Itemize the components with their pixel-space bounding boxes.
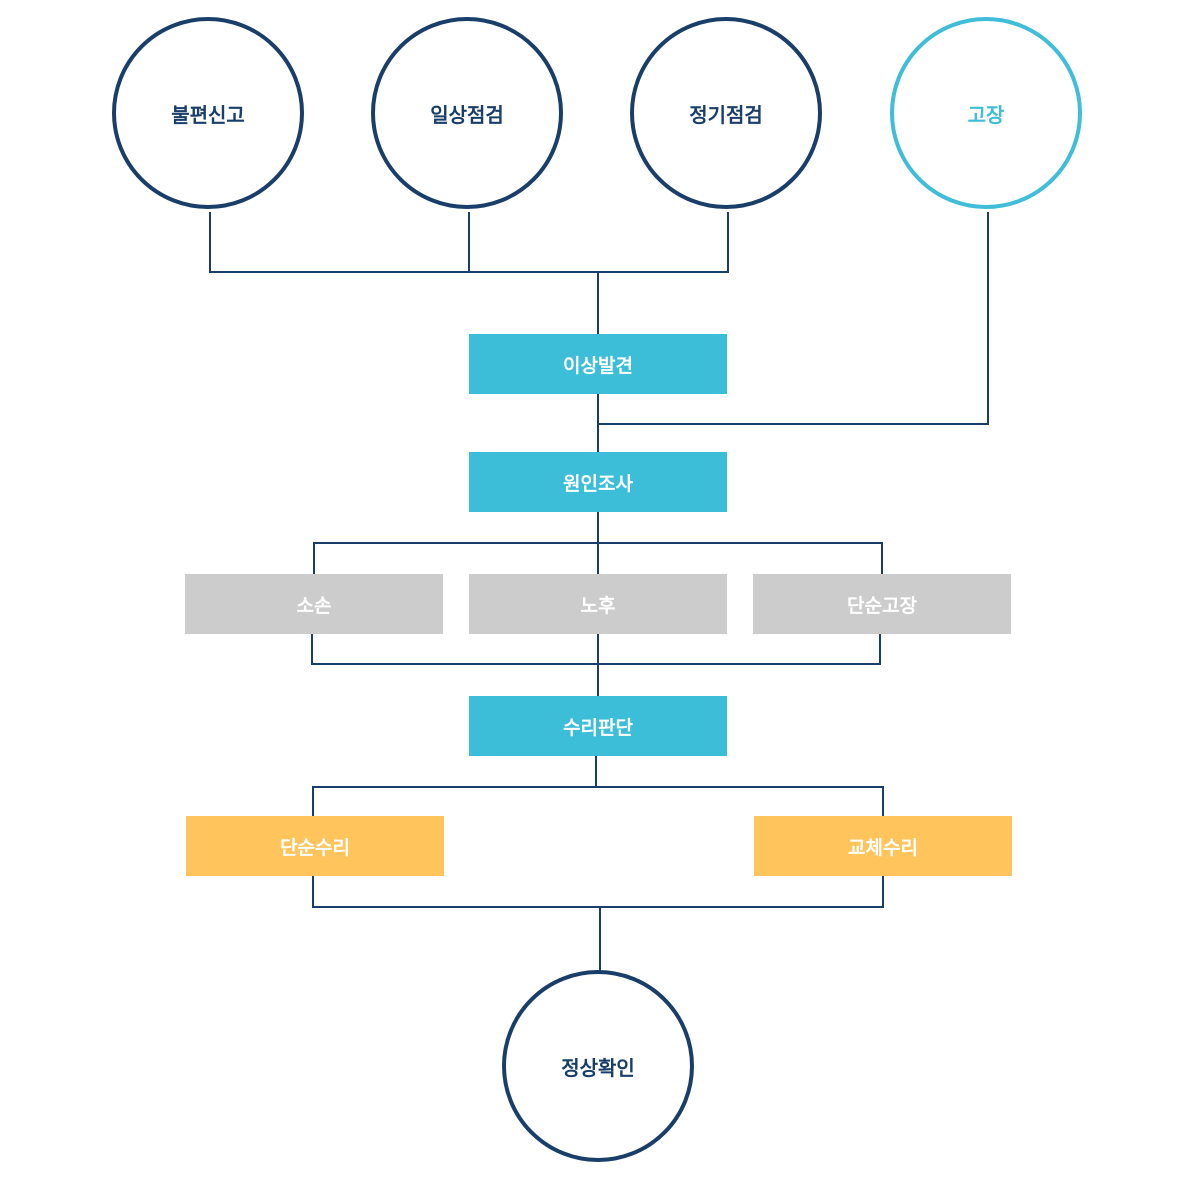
repair-replace-box: 교체수리 xyxy=(754,816,1012,876)
trigger-fault-node: 고장 xyxy=(890,17,1082,209)
connector-cause-merge xyxy=(311,633,881,665)
cause-damage-label: 소손 xyxy=(296,594,332,617)
trigger-regular-inspection-node: 정기점검 xyxy=(630,17,822,209)
trigger-fault-label: 고장 xyxy=(967,102,1005,127)
trigger-complaint-label: 불편신고 xyxy=(171,102,245,127)
step-detect-label: 이상발견 xyxy=(563,354,633,377)
step-detect-box: 이상발견 xyxy=(469,334,727,394)
step-judge-label: 수리판단 xyxy=(563,716,633,739)
repair-simple-box: 단순수리 xyxy=(186,816,444,876)
cause-damage-box: 소손 xyxy=(185,574,443,634)
end-confirm-node: 정상확인 xyxy=(502,970,694,1162)
connector-repair-merge xyxy=(312,875,884,908)
step-investigate-label: 원인조사 xyxy=(563,472,633,495)
trigger-daily-inspection-node: 일상점검 xyxy=(371,17,563,209)
connector-fault-bypass xyxy=(598,212,989,425)
cause-aging-box: 노후 xyxy=(469,574,727,634)
cause-aging-label: 노후 xyxy=(580,594,616,617)
cause-simple-fault-box: 단순고장 xyxy=(753,574,1011,634)
end-confirm-label: 정상확인 xyxy=(561,1055,635,1080)
cause-simple-fault-label: 단순고장 xyxy=(847,594,917,617)
repair-replace-label: 교체수리 xyxy=(848,836,918,859)
repair-simple-label: 단순수리 xyxy=(280,836,350,859)
connector-cause-split xyxy=(313,542,883,574)
step-investigate-box: 원인조사 xyxy=(469,452,727,512)
step-judge-box: 수리판단 xyxy=(469,696,727,756)
trigger-complaint-node: 불편신고 xyxy=(112,17,304,209)
trigger-regular-inspection-label: 정기점검 xyxy=(689,102,763,127)
trigger-daily-inspection-label: 일상점검 xyxy=(430,102,504,127)
connector-repair-split xyxy=(312,786,884,816)
